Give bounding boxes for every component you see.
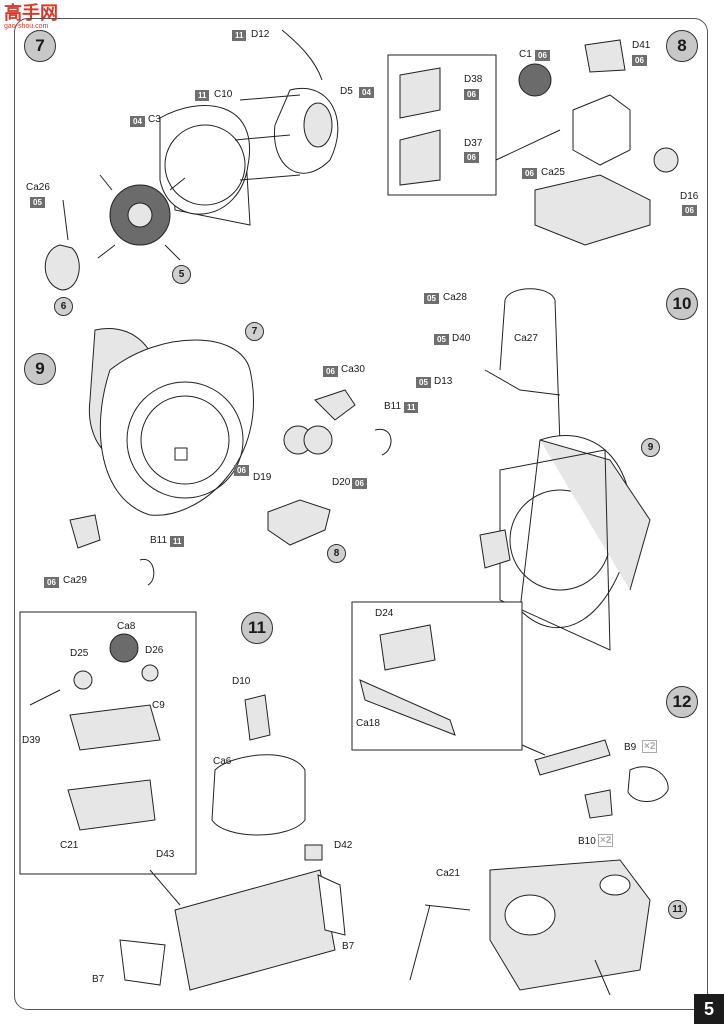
sprue-tag: 05 — [416, 377, 431, 388]
sprue-tag: 04 — [359, 87, 374, 98]
part-label: D40 — [452, 333, 471, 344]
part-label: Ca30 — [341, 364, 365, 375]
sprue-tag: 06 — [464, 152, 479, 163]
part-label: D19 — [253, 472, 272, 483]
part-label: D10 — [232, 676, 251, 687]
site-logo: 高手网 — [4, 3, 58, 23]
part-label: Ca29 — [63, 575, 87, 586]
part-label: Ca25 — [541, 167, 565, 178]
sprue-tag: 05 — [434, 334, 449, 345]
part-label: D20 — [332, 477, 351, 488]
step10-art — [479, 288, 651, 651]
ref-11-badge: 11 — [668, 900, 687, 919]
step-10-badge: 10 — [666, 288, 698, 320]
step7-art — [44, 29, 339, 291]
multiplier-badge: ×2 — [642, 740, 658, 753]
part-label: B7 — [342, 941, 355, 952]
part-label: Ca6 — [213, 756, 232, 767]
part-label: D13 — [434, 376, 453, 387]
part-label: C10 — [214, 89, 233, 100]
sprue-tag: 06 — [522, 168, 537, 179]
part-label: C9 — [152, 700, 165, 711]
ref-7-badge: 7 — [245, 322, 264, 341]
sprue-tag: 06 — [44, 577, 59, 588]
sprue-tag: 11 — [232, 30, 247, 41]
part-label: B11 — [384, 401, 402, 412]
part-label: D5 — [340, 86, 353, 97]
sprue-tag: 06 — [535, 50, 550, 61]
sprue-tag: 06 — [323, 366, 338, 377]
step11-art — [19, 611, 346, 991]
sprue-tag: 04 — [130, 116, 145, 127]
part-label: D24 — [375, 608, 394, 619]
ref-9-badge: 9 — [641, 438, 660, 457]
sprue-tag: 06 — [352, 478, 367, 489]
part-label: D12 — [251, 29, 270, 40]
part-label: Ca27 — [514, 333, 538, 344]
part-label: D16 — [680, 191, 699, 202]
part-label: D39 — [22, 735, 41, 746]
part-label: B7 — [92, 974, 105, 985]
sprue-tag: 06 — [632, 55, 647, 66]
part-label: D41 — [632, 40, 651, 51]
part-label: D38 — [464, 74, 483, 85]
part-label: C21 — [60, 840, 79, 851]
sprue-tag: 06 — [682, 205, 697, 216]
ref-8-badge: 8 — [327, 544, 346, 563]
part-label: D42 — [334, 840, 353, 851]
page-number: 5 — [694, 994, 724, 1024]
sprue-tag: 06 — [464, 89, 479, 100]
sprue-tag: 11 — [195, 90, 210, 101]
step9-art — [69, 328, 392, 586]
step-9-badge: 9 — [24, 353, 56, 385]
sprue-tag: 11 — [170, 536, 185, 547]
part-label: B10 — [578, 836, 596, 847]
sprue-tag: 11 — [404, 402, 419, 413]
step8-art — [387, 39, 679, 246]
step-11-badge: 11 — [241, 612, 273, 644]
part-label: C1 — [519, 49, 532, 60]
part-label: D37 — [464, 138, 483, 149]
step12-art — [351, 601, 669, 996]
part-label: Ca18 — [356, 718, 380, 729]
sprue-tag: 05 — [424, 293, 439, 304]
sprue-tag: 06 — [234, 465, 249, 476]
part-label: D43 — [156, 849, 175, 860]
multiplier-badge: ×2 — [598, 834, 614, 847]
ref-6-badge: 6 — [54, 297, 73, 316]
part-label: Ca8 — [117, 621, 136, 632]
step-12-badge: 12 — [666, 686, 698, 718]
part-label: D26 — [145, 645, 164, 656]
ref-5-badge: 5 — [172, 265, 191, 284]
part-label: B9 — [624, 742, 637, 753]
part-label: D25 — [70, 648, 89, 659]
part-label: B11 — [150, 535, 168, 546]
part-label: Ca21 — [436, 868, 460, 879]
page-frame — [14, 18, 708, 1010]
part-label: Ca28 — [443, 292, 467, 303]
sprue-tag: 05 — [30, 197, 45, 208]
part-label: C3 — [148, 114, 161, 125]
step-8-badge: 8 — [666, 30, 698, 62]
step-7-badge: 7 — [24, 30, 56, 62]
part-label: Ca26 — [26, 182, 50, 193]
